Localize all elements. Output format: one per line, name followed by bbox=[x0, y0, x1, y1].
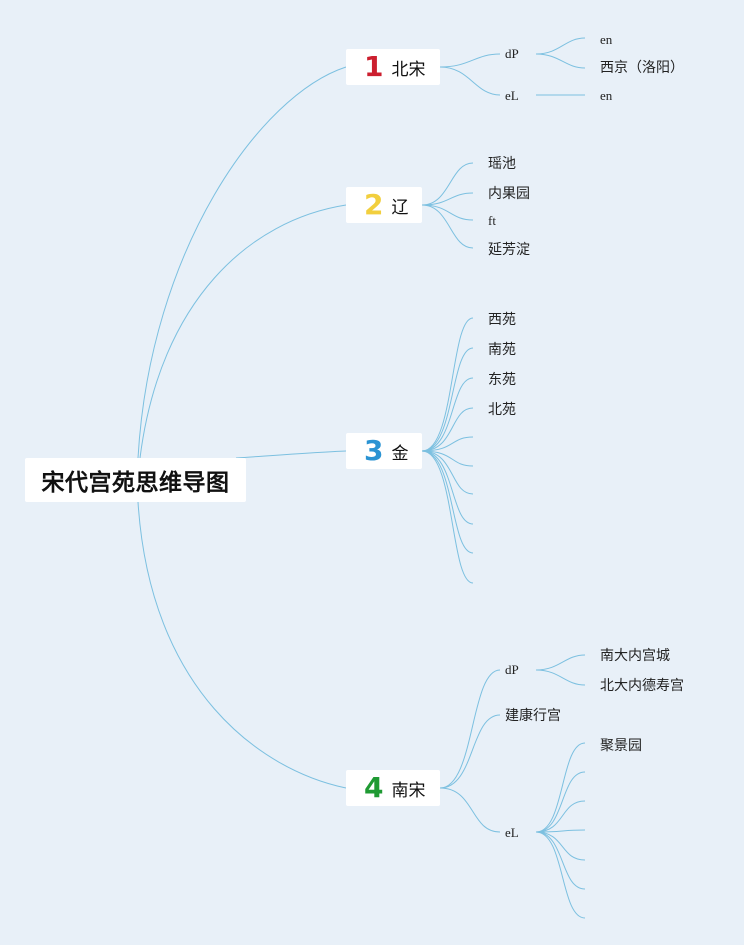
b4-group-jiankang[interactable]: 建康行宫 bbox=[505, 707, 561, 723]
link-b3-2 bbox=[421, 347, 474, 452]
b3-item-1[interactable]: 西苑 bbox=[488, 311, 516, 327]
branch-node-4[interactable]: 4 南宋 bbox=[346, 770, 440, 806]
b4-dp-item-1[interactable]: 南大内宫城 bbox=[600, 647, 670, 663]
link-b2-3 bbox=[421, 204, 474, 221]
link-b1-dp-1 bbox=[535, 37, 586, 55]
b2-item-2[interactable]: 内果园 bbox=[488, 185, 530, 201]
link-b3-4 bbox=[421, 407, 474, 452]
b1-dp-item-1[interactable]: en bbox=[600, 32, 613, 47]
b1-group-dp[interactable]: dP bbox=[505, 46, 519, 61]
link-root-b2 bbox=[139, 204, 347, 459]
link-b3-10 bbox=[421, 450, 474, 584]
b1-group-el[interactable]: eL bbox=[505, 88, 519, 103]
b2-item-4[interactable]: 延芳淀 bbox=[488, 241, 530, 257]
branch-number: 4 bbox=[364, 771, 384, 804]
b1-dp-item-2[interactable]: 西京（洛阳） bbox=[600, 59, 684, 75]
link-b4-el-7 bbox=[535, 831, 586, 919]
link-b3-7 bbox=[421, 450, 474, 495]
b1-el-item-1[interactable]: en bbox=[600, 88, 613, 103]
link-b4-el-3 bbox=[535, 800, 586, 833]
root-node[interactable]: 宋代宫苑思维导图 bbox=[25, 458, 246, 502]
branch-label: 北宋 bbox=[391, 59, 426, 79]
b3-item-2[interactable]: 南苑 bbox=[488, 341, 516, 357]
link-b2-2 bbox=[421, 192, 474, 206]
link-b4-el bbox=[439, 787, 501, 833]
link-b4-el-5 bbox=[535, 831, 586, 861]
branch-label: 南宋 bbox=[391, 780, 426, 800]
link-b1-el bbox=[439, 66, 501, 96]
link-b3-1 bbox=[421, 317, 474, 452]
b2-item-1[interactable]: 瑶池 bbox=[488, 155, 516, 171]
branch-node-2[interactable]: 2 辽 bbox=[346, 187, 422, 223]
link-b4-el-4 bbox=[535, 829, 586, 833]
link-b3-5 bbox=[421, 436, 474, 452]
link-b4-dp bbox=[439, 669, 501, 789]
link-b2-4 bbox=[421, 204, 474, 249]
link-b2-1 bbox=[421, 162, 474, 206]
link-root-b3 bbox=[235, 450, 347, 459]
branch-node-1[interactable]: 1 北宋 bbox=[346, 49, 440, 85]
branch-number: 2 bbox=[364, 188, 384, 221]
link-root-b1 bbox=[137, 66, 347, 459]
root-title: 宋代宫苑思维导图 bbox=[41, 469, 230, 495]
link-root-b4 bbox=[137, 501, 347, 789]
branch-number: 1 bbox=[364, 50, 384, 83]
link-b4-dp-2 bbox=[535, 669, 586, 686]
branch-label: 金 bbox=[391, 443, 409, 463]
b3-item-3[interactable]: 东苑 bbox=[488, 371, 516, 387]
b4-group-el[interactable]: eL bbox=[505, 825, 519, 840]
link-b3-6 bbox=[421, 450, 474, 467]
b4-group-dp[interactable]: dP bbox=[505, 662, 519, 677]
branch-number: 3 bbox=[364, 434, 384, 467]
b3-item-4[interactable]: 北苑 bbox=[488, 401, 516, 417]
b4-dp-item-2[interactable]: 北大内德寿宫 bbox=[600, 677, 684, 693]
branch-node-3[interactable]: 3 金 bbox=[346, 433, 422, 469]
link-b4-el-1 bbox=[535, 742, 586, 833]
link-b3-3 bbox=[421, 377, 474, 452]
b2-item-3[interactable]: ft bbox=[488, 213, 496, 228]
link-b1-dp-2 bbox=[535, 53, 586, 69]
link-b4-el-2 bbox=[535, 771, 586, 833]
branch-label: 辽 bbox=[391, 197, 409, 217]
link-b4-dp-1 bbox=[535, 654, 586, 671]
link-b1-dp bbox=[439, 53, 501, 68]
b4-el-item-1[interactable]: 聚景园 bbox=[600, 737, 642, 753]
link-b4-jk bbox=[439, 714, 501, 789]
link-b4-el-6 bbox=[535, 831, 586, 890]
link-b3-8 bbox=[421, 450, 474, 525]
